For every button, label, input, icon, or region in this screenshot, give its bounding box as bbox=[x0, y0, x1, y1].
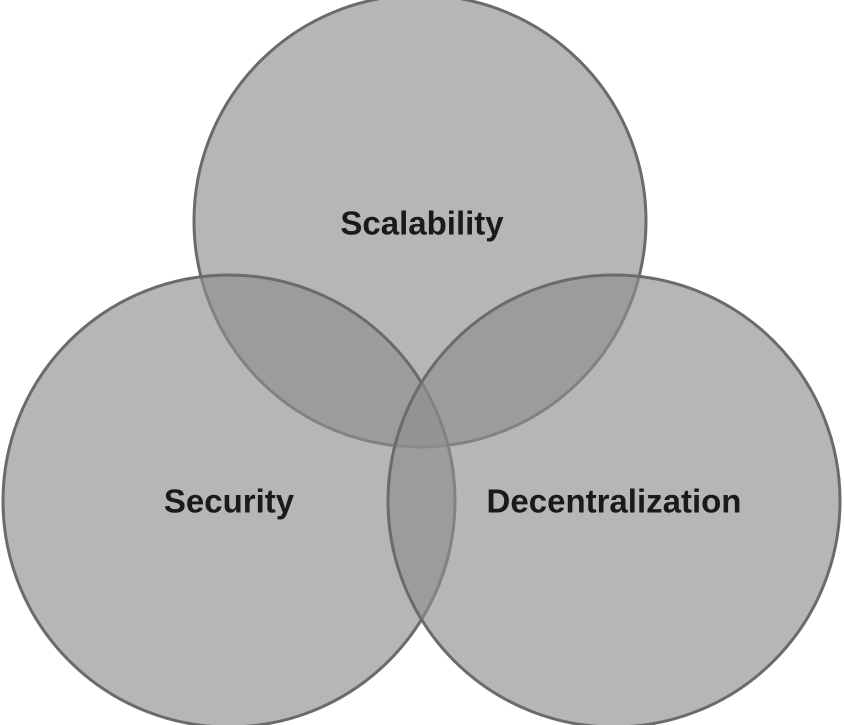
decentralization-label: Decentralization bbox=[486, 482, 742, 520]
scalability-label: Scalability bbox=[340, 204, 504, 242]
security-label: Security bbox=[163, 482, 295, 520]
decentralization-circle bbox=[386, 273, 842, 725]
